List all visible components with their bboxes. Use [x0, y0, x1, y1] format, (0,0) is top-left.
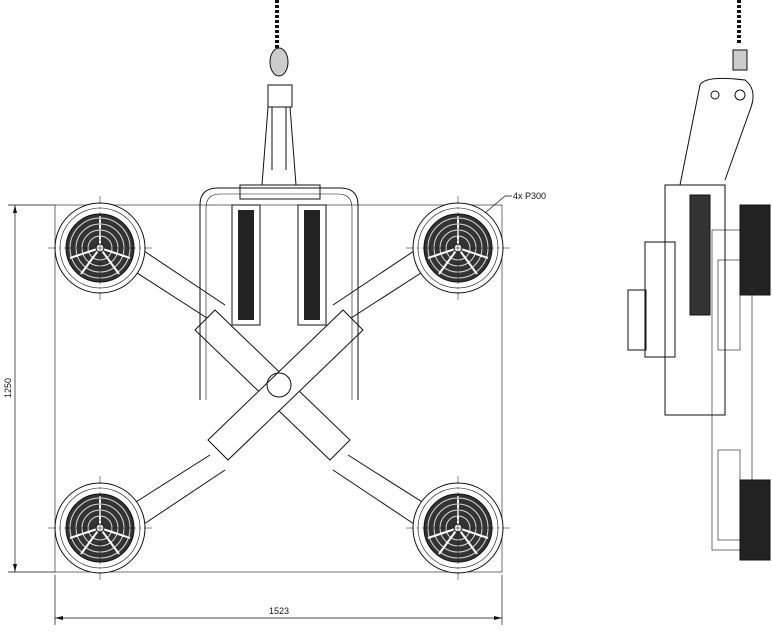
suction-pad [405, 195, 511, 301]
suction-pad [47, 475, 153, 581]
callout-leader [484, 195, 512, 214]
suction-pad [47, 195, 153, 301]
front-view: 4x P300 [47, 0, 546, 581]
suction-pad [405, 475, 511, 581]
width-dimension-label: 1523 [269, 606, 289, 616]
side-view [627, 0, 771, 561]
width-dimension: 1523 [54, 575, 503, 625]
pad-callout-label: 4x P300 [513, 191, 546, 201]
lifting-hanger [261, 0, 297, 186]
outline-box [54, 204, 503, 573]
central-frame [199, 184, 359, 400]
height-dimension-label: 1250 [3, 378, 13, 398]
height-dimension: 1250 [3, 204, 55, 573]
cross-beams [119, 244, 439, 531]
